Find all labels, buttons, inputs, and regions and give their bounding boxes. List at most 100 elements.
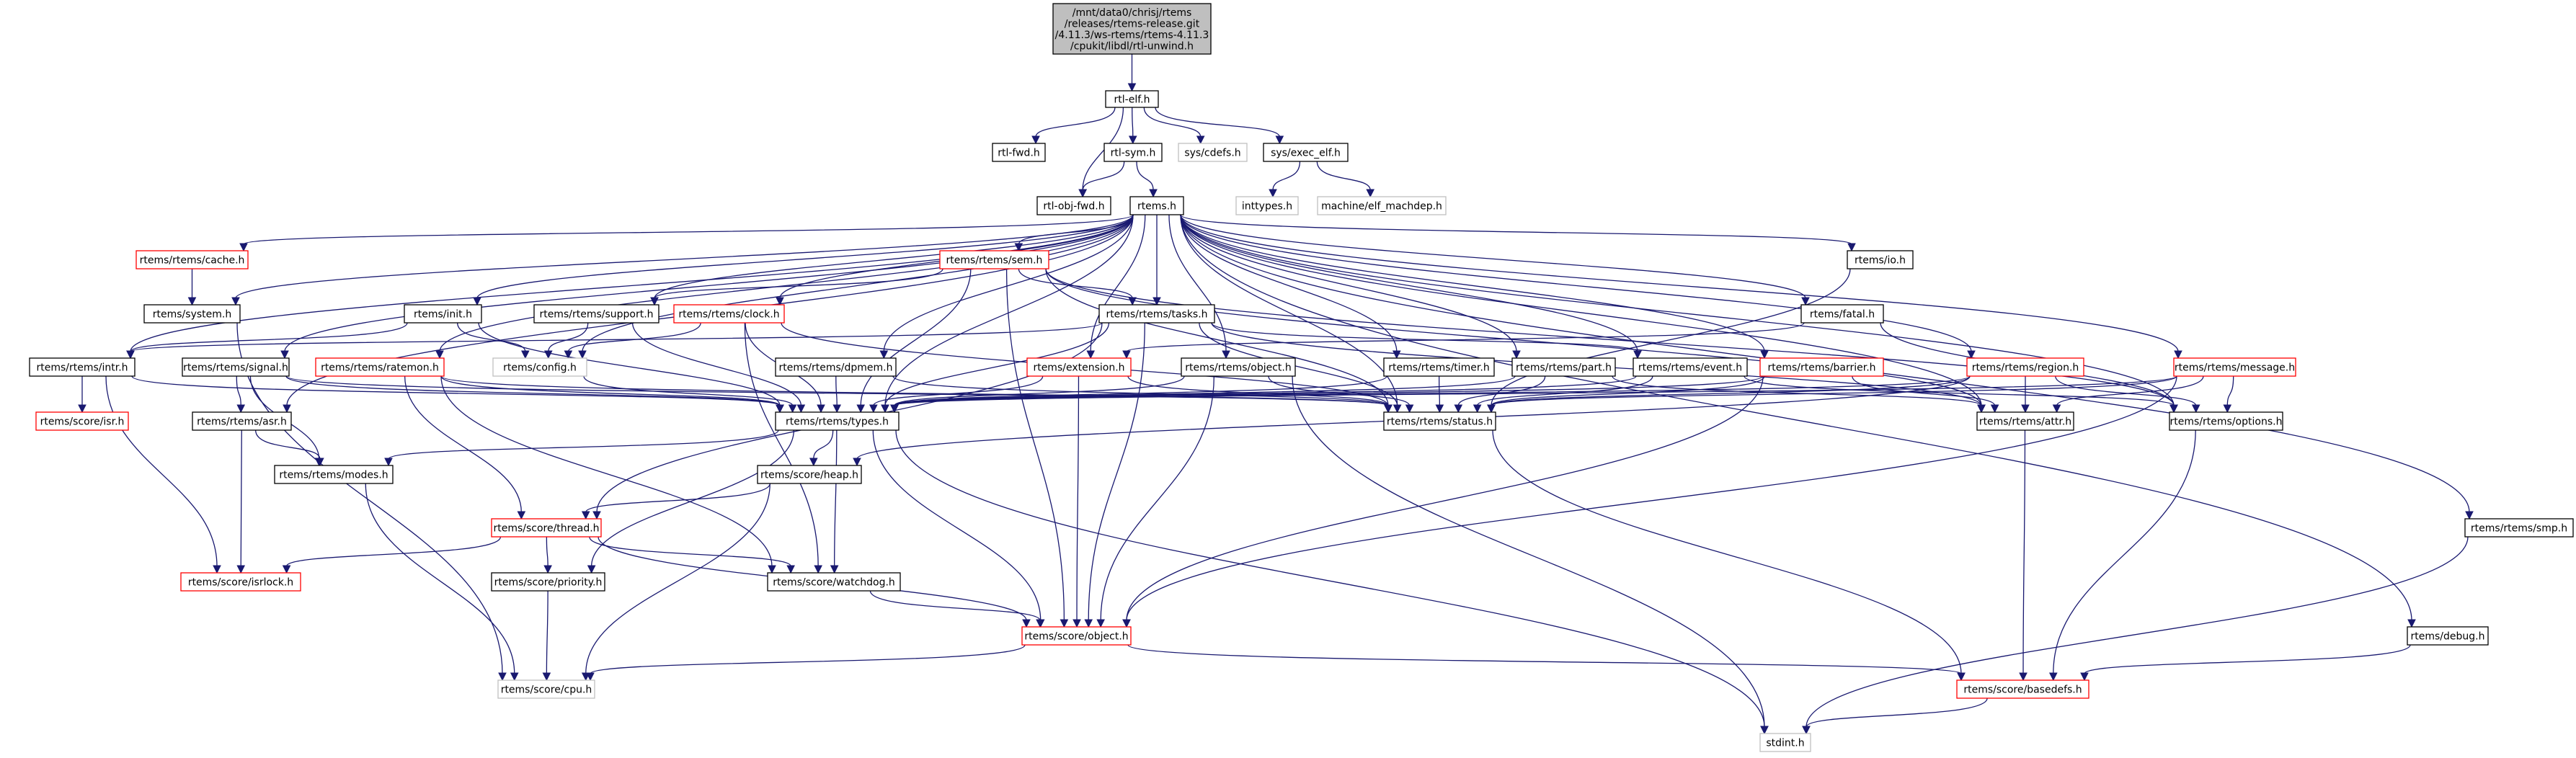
node-root: /mnt/data0/chrisj/rtems/releases/rtems-r… xyxy=(1052,3,1212,55)
node-fatal[interactable]: rtems/fatal.h xyxy=(1800,304,1884,324)
node-clock[interactable]: rtems/rtems/clock.h xyxy=(673,304,785,324)
node-label: rtems/rtems/signal.h xyxy=(183,362,288,374)
arrowhead-icon xyxy=(1633,350,1642,360)
node-basedefs[interactable]: rtems/score/basedefs.h xyxy=(1956,679,2089,699)
node-box xyxy=(992,143,1046,162)
node-options[interactable]: rtems/rtems/options.h xyxy=(2169,411,2283,431)
edge-sobject-to-cpu xyxy=(590,644,1026,674)
node-asr[interactable]: rtems/rtems/asr.h xyxy=(192,411,292,431)
node-box xyxy=(1383,357,1495,377)
node-message[interactable]: rtems/rtems/message.h xyxy=(2173,357,2296,377)
edge-intr-to-types xyxy=(131,375,781,406)
arrowhead-icon xyxy=(1512,350,1521,360)
node-stdint[interactable]: stdint.h xyxy=(1759,733,1811,752)
node-system[interactable]: rtems/system.h xyxy=(143,304,241,324)
node-rtl-sym[interactable]: rtl-sym.h xyxy=(1103,143,1163,162)
node-sem[interactable]: rtems/rtems/sem.h xyxy=(939,250,1049,269)
node-label: /4.11.3/ws-rtems/rtems-4.11.3 xyxy=(1055,30,1209,41)
node-label: rtems/rtems/asr.h xyxy=(197,416,287,428)
node-smp[interactable]: rtems/rtems/smp.h xyxy=(2464,518,2574,538)
edge-fatal-to-extension xyxy=(1126,322,1805,352)
edge-extension-to-sobject xyxy=(1076,375,1080,621)
arrowhead-icon xyxy=(78,404,86,414)
node-watchdog[interactable]: rtems/score/watchdog.h xyxy=(767,572,901,592)
arrowhead-icon xyxy=(856,404,866,414)
arrowhead-icon xyxy=(1149,189,1158,198)
node-attr[interactable]: rtems/rtems/attr.h xyxy=(1976,411,2074,431)
edge-rtems-to-fatal xyxy=(1180,214,1806,299)
arrowhead-icon xyxy=(384,458,393,467)
edge-rtems-to-region xyxy=(1180,214,1972,352)
arrowhead-icon xyxy=(650,297,659,306)
node-rtems[interactable]: rtems.h xyxy=(1129,196,1184,215)
node-box xyxy=(1800,304,1884,324)
node-box xyxy=(1235,196,1299,215)
arrowhead-icon xyxy=(126,350,135,360)
nodes-layer: /mnt/data0/chrisj/rtems/releases/rtems-r… xyxy=(29,3,2574,752)
edge-event-to-types xyxy=(894,375,1637,406)
arrowhead-icon xyxy=(564,350,573,360)
arrowhead-icon xyxy=(213,565,221,574)
arrowhead-icon xyxy=(517,511,526,520)
node-init[interactable]: rtems/init.h xyxy=(404,304,482,324)
node-priority[interactable]: rtems/score/priority.h xyxy=(491,572,605,592)
node-intr[interactable]: rtems/rtems/intr.h xyxy=(29,357,136,377)
node-dpmem[interactable]: rtems/rtems/dpmem.h xyxy=(775,357,897,377)
arrowhead-icon xyxy=(1366,189,1374,198)
node-io[interactable]: rtems/io.h xyxy=(1847,250,1914,269)
edge-barrier-to-types xyxy=(894,375,1764,406)
arrowhead-icon xyxy=(1392,350,1401,360)
node-rtl-obj-fwd[interactable]: rtl-obj-fwd.h xyxy=(1036,196,1111,215)
node-support[interactable]: rtems/rtems/support.h xyxy=(533,304,659,324)
node-config[interactable]: rtems/config.h xyxy=(492,357,587,377)
edge-attr-to-basedefs xyxy=(2022,429,2026,674)
edge-types-to-modes xyxy=(388,429,779,460)
node-box xyxy=(2464,518,2574,538)
node-box xyxy=(2173,357,2296,377)
node-signal[interactable]: rtems/rtems/signal.h xyxy=(182,357,290,377)
node-sobject[interactable]: rtems/score/object.h xyxy=(1021,626,1132,646)
node-isrlock[interactable]: rtems/score/isrlock.h xyxy=(180,572,301,592)
node-cache[interactable]: rtems/rtems/cache.h xyxy=(136,250,249,269)
node-sys-exec-elf[interactable]: sys/exec_elf.h xyxy=(1263,143,1349,162)
edge-types-to-stdint xyxy=(895,429,1765,728)
node-modes[interactable]: rtems/rtems/modes.h xyxy=(274,465,394,484)
node-elf-machdep[interactable]: machine/elf_machdep.h xyxy=(1317,196,1447,215)
edge-rtems-to-robject xyxy=(1168,214,1227,352)
arrowhead-icon xyxy=(236,565,246,574)
node-tasks[interactable]: rtems/rtems/tasks.h xyxy=(1098,304,1215,324)
node-label: rtems/rtems/object.h xyxy=(1185,362,1291,374)
node-heap[interactable]: rtems/score/heap.h xyxy=(757,465,862,484)
arrowhead-icon xyxy=(1847,243,1856,252)
node-label: /releases/rtems-release.git xyxy=(1065,18,1200,30)
node-barrier[interactable]: rtems/rtems/barrier.h xyxy=(1759,357,1884,377)
node-ratemon[interactable]: rtems/rtems/ratemon.h xyxy=(315,357,445,377)
arrowhead-icon xyxy=(1977,404,1986,414)
node-thread[interactable]: rtems/score/thread.h xyxy=(491,518,602,538)
node-rtl-elf[interactable]: rtl-elf.h xyxy=(1105,90,1159,108)
arrowhead-icon xyxy=(869,404,878,414)
node-types[interactable]: rtems/rtems/types.h xyxy=(775,411,900,431)
node-status[interactable]: rtems/rtems/status.h xyxy=(1383,411,1496,431)
edge-signal-to-asr xyxy=(236,375,241,406)
node-timer[interactable]: rtems/rtems/timer.h xyxy=(1383,357,1495,377)
arrowhead-icon xyxy=(282,565,291,574)
node-sys-cdefs[interactable]: sys/cdefs.h xyxy=(1178,143,1248,162)
node-extension[interactable]: rtems/extension.h xyxy=(1026,357,1132,377)
edge-rtl-elf-to-rtl-fwd xyxy=(1035,107,1116,138)
node-inttypes[interactable]: inttypes.h xyxy=(1235,196,1299,215)
node-cpu[interactable]: rtems/score/cpu.h xyxy=(497,679,595,699)
arrowhead-icon xyxy=(1060,619,1069,628)
arrowhead-icon xyxy=(2465,511,2474,520)
node-rtl-fwd[interactable]: rtl-fwd.h xyxy=(992,143,1046,162)
node-part[interactable]: rtems/rtems/part.h xyxy=(1511,357,1616,377)
arrowhead-icon xyxy=(1196,135,1205,145)
edge-message-to-options xyxy=(2226,375,2234,406)
node-debug[interactable]: rtems/debug.h xyxy=(2407,626,2489,646)
node-event[interactable]: rtems/rtems/event.h xyxy=(1633,357,1748,377)
node-isr[interactable]: rtems/score/isr.h xyxy=(35,411,129,431)
node-box xyxy=(775,357,897,377)
node-robject[interactable]: rtems/rtems/object.h xyxy=(1181,357,1296,377)
arrowhead-icon xyxy=(1072,619,1081,628)
node-region[interactable]: rtems/rtems/region.h xyxy=(1966,357,2084,377)
